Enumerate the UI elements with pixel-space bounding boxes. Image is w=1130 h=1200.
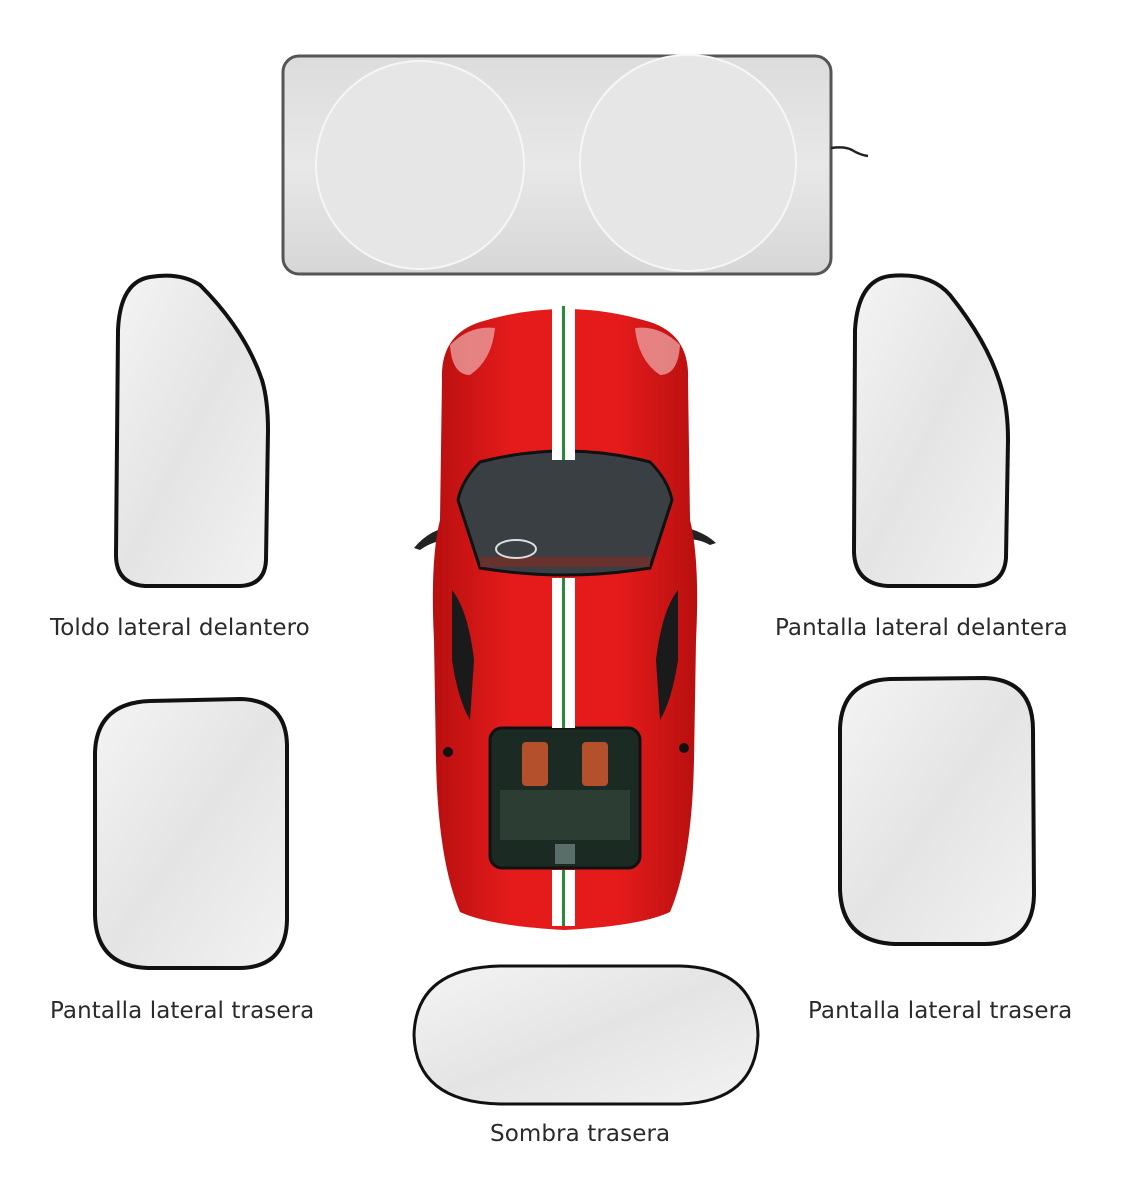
rear-window-shade bbox=[412, 964, 760, 1106]
windshield-sunshade bbox=[281, 54, 869, 276]
rear-left-side-shade bbox=[93, 696, 289, 970]
label-rear-window-shade: Sombra trasera bbox=[490, 1121, 671, 1147]
label-front-right-side-shade: Pantalla lateral delantera bbox=[775, 615, 1068, 641]
sports-car-top-view bbox=[414, 306, 716, 930]
front-right-side-shade bbox=[851, 273, 1011, 588]
label-front-left-side-shade: Toldo lateral delantero bbox=[50, 615, 310, 641]
front-left-side-shade bbox=[113, 273, 271, 588]
label-rear-right-side-shade: Pantalla lateral trasera bbox=[808, 998, 1073, 1024]
rear-right-side-shade bbox=[838, 675, 1037, 946]
label-rear-left-side-shade: Pantalla lateral trasera bbox=[50, 998, 315, 1024]
